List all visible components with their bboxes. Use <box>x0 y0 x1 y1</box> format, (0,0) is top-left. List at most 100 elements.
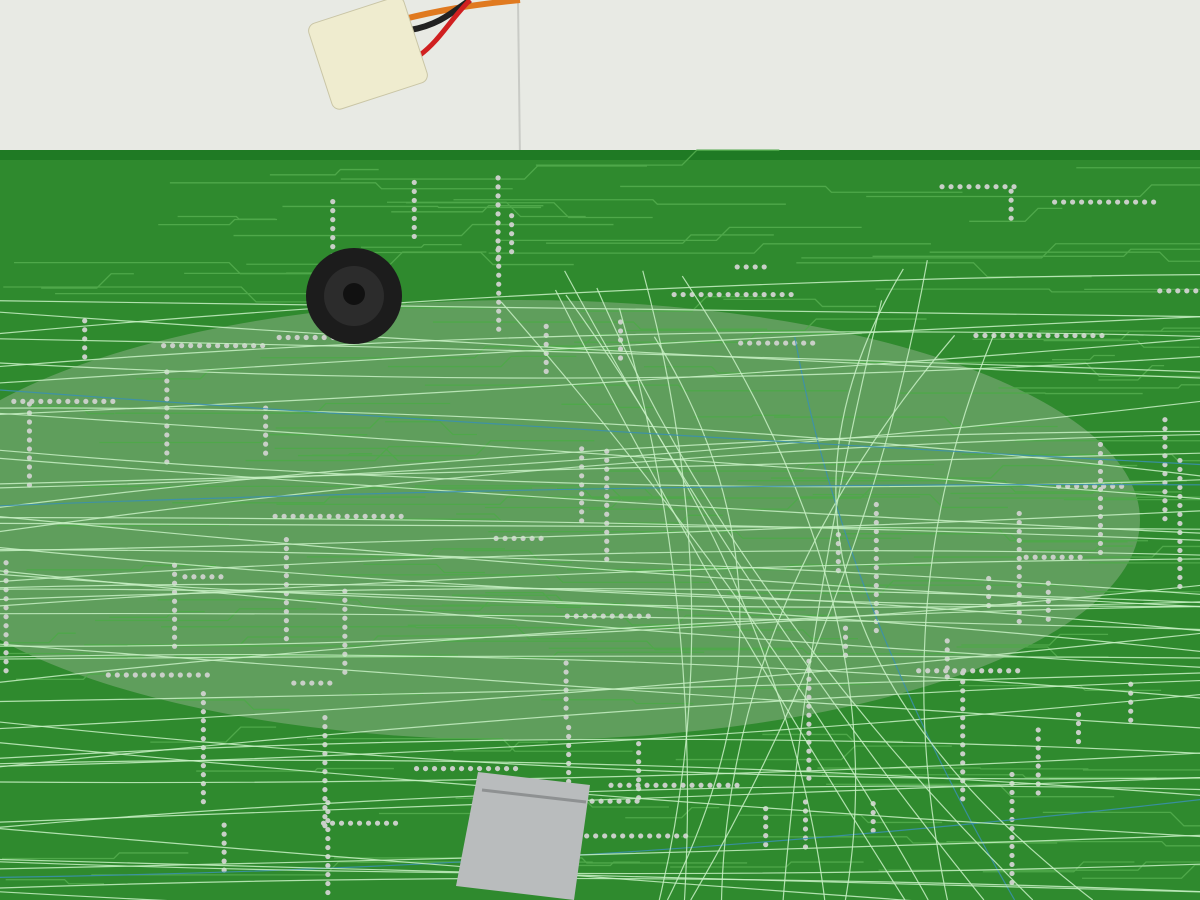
trace <box>774 416 1058 428</box>
solder-pad <box>835 558 841 565</box>
solder-pad <box>600 613 606 619</box>
solder-pad <box>1162 417 1168 423</box>
solder-pad <box>283 618 289 624</box>
solder-pad <box>671 782 677 788</box>
jumper-wire <box>0 877 1200 893</box>
solder-pad <box>26 437 33 443</box>
solder-pad <box>161 343 167 349</box>
jumper-wire <box>0 430 1200 508</box>
jumper-wire <box>0 861 1200 875</box>
solder-pad <box>1097 199 1103 205</box>
solder-pad <box>566 769 572 776</box>
trace <box>812 493 1008 509</box>
solder-pad <box>56 398 62 404</box>
trace <box>407 624 588 640</box>
solder-pad <box>322 742 328 748</box>
trace <box>770 464 1138 479</box>
solder-pad <box>1157 288 1163 294</box>
solder-pad <box>618 613 624 619</box>
solder-pad <box>177 672 183 678</box>
solder-pad <box>1075 711 1082 718</box>
trace <box>1037 545 1134 552</box>
solder-pad <box>411 233 417 240</box>
solder-pad <box>411 206 417 213</box>
solder-pad <box>413 765 420 772</box>
solder-pad <box>26 473 33 479</box>
solder-pad <box>617 319 624 325</box>
trace <box>115 402 451 414</box>
trace <box>5 879 104 885</box>
solder-pad <box>329 820 336 826</box>
solder-pad <box>602 833 608 839</box>
solder-pad <box>200 763 206 769</box>
solder-pad <box>371 513 377 519</box>
solder-pad <box>604 493 610 499</box>
solder-pad <box>806 730 812 736</box>
trace <box>340 165 647 180</box>
solder-pad <box>496 290 502 296</box>
solder-pad <box>873 627 879 634</box>
trace <box>157 599 491 607</box>
solder-pad <box>322 715 328 721</box>
solder-pad <box>1016 609 1022 616</box>
trace <box>982 861 1135 873</box>
solder-pad <box>563 669 569 675</box>
solder-pad <box>26 455 33 461</box>
trace <box>950 480 1187 495</box>
solder-pad <box>200 772 206 778</box>
jumper-wire <box>596 287 1034 900</box>
solder-pad <box>327 680 333 686</box>
trace <box>548 647 972 655</box>
trace <box>561 403 653 409</box>
jumper-wire <box>0 632 1200 730</box>
jumper-wire <box>0 412 1200 500</box>
solder-pad <box>263 405 269 411</box>
solder-pad <box>342 624 348 630</box>
solder-pad <box>171 598 178 604</box>
solder-pad <box>309 680 315 686</box>
solder-pad <box>734 264 740 270</box>
solder-pad <box>707 782 713 788</box>
solder-pad <box>617 355 624 361</box>
solder-pad <box>342 651 348 657</box>
solder-pad <box>509 240 515 246</box>
solder-pad <box>1097 477 1104 484</box>
solder-pad <box>873 528 879 535</box>
trace <box>430 640 791 651</box>
solder-pad <box>200 574 206 580</box>
solder-pad <box>362 513 368 519</box>
trace <box>363 563 485 574</box>
jumper-wire <box>690 260 928 900</box>
solder-pad <box>509 249 515 255</box>
solder-pad <box>263 423 269 429</box>
solder-pad <box>604 475 610 481</box>
solder-pad <box>150 672 156 678</box>
solder-pad <box>503 765 510 772</box>
solder-pad <box>779 291 785 298</box>
solder-pad <box>1016 555 1022 562</box>
solder-pad <box>1035 772 1041 778</box>
jumper-wire <box>0 483 1200 507</box>
jumper-wire <box>0 693 1200 767</box>
trace <box>546 234 774 244</box>
solder-pad <box>1097 495 1104 502</box>
solder-pad <box>1124 199 1130 205</box>
solder-pad <box>566 733 572 740</box>
solder-pad <box>101 398 107 404</box>
solder-pad <box>164 405 170 411</box>
trace <box>535 149 780 166</box>
trace <box>969 207 1063 222</box>
solder-pad <box>26 464 33 470</box>
solder-pad <box>604 538 610 544</box>
solder-pad <box>1011 184 1017 190</box>
solder-pad <box>644 782 650 788</box>
solder-pad <box>743 264 749 270</box>
jumper-wire <box>0 558 1200 607</box>
solder-pad <box>312 334 318 341</box>
jumper-wire <box>0 653 1200 699</box>
solder-pad <box>756 340 762 346</box>
solder-pad <box>26 419 33 425</box>
solder-pad <box>626 782 632 788</box>
solder-pad <box>1009 332 1015 339</box>
solder-pad <box>636 741 642 747</box>
